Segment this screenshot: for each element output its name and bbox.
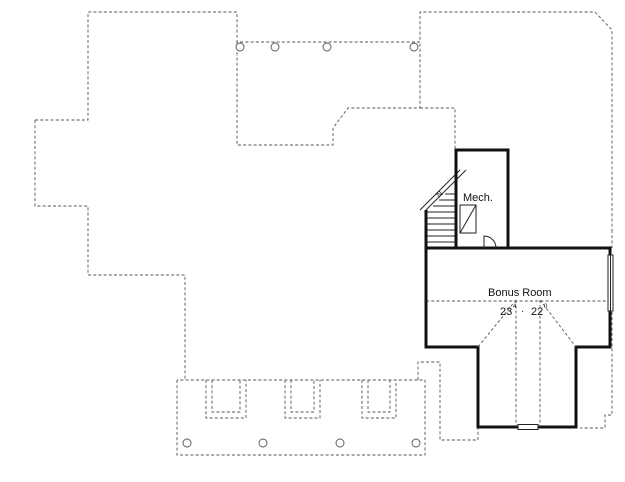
room-depth: 22 [531, 306, 543, 318]
column-post [182, 438, 192, 448]
room-label-bonus: Bonus Room [488, 287, 552, 299]
bonus-room-wall [424, 210, 612, 429]
dimension-separator: · [521, 306, 524, 317]
roof-outline-left [34, 120, 186, 380]
column-post [270, 42, 280, 52]
dormer-3 [361, 380, 397, 419]
stair-landing-outline [420, 107, 456, 150]
column-post [258, 438, 268, 448]
dormer-interior-right [539, 299, 577, 348]
column-post [411, 438, 421, 448]
dormer-2-inner [290, 380, 315, 413]
room-label-mech: Mech. [463, 192, 493, 204]
right-lower-outline [580, 312, 613, 429]
room-width: 23 [500, 306, 512, 318]
column-post [322, 42, 332, 52]
column-post [235, 42, 245, 52]
room-depth-inches: 0 [544, 304, 548, 310]
roof-outline [35, 11, 613, 230]
porch-roof-right [417, 361, 479, 441]
room-width-inches: 4 [513, 304, 517, 310]
door-swing [483, 235, 497, 249]
dormer-1-inner [211, 380, 241, 413]
dormer-3-inner [367, 380, 391, 413]
column-post [409, 42, 419, 52]
roof-valley [236, 42, 421, 146]
stair-marker: N [434, 189, 445, 200]
dormer-1 [205, 380, 247, 419]
column-post [335, 438, 345, 448]
porch-outline [176, 379, 426, 456]
stairs [419, 169, 467, 243]
mechanical-unit-diagonal [459, 204, 477, 234]
window-bottom [517, 424, 539, 430]
mech-room-wall [454, 148, 510, 248]
